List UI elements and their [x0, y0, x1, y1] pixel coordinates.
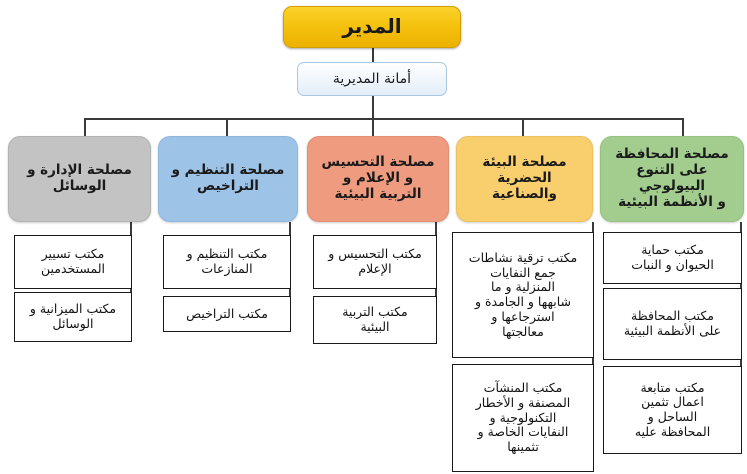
office-label: مكتب التحسيس و الإعلام [328, 246, 422, 276]
node-office-regulation-2[interactable]: مكتب التراخيص [163, 296, 291, 332]
department-label: مصلحة التنظيم و التراخيص [171, 162, 285, 194]
node-office-urban-environment-2[interactable]: مكتب المنشآت المصنفة و الأخطار التكنولوج… [452, 364, 594, 472]
connector-drop-administration [84, 118, 86, 136]
office-label: مكتب تسيير المستخدمين [40, 246, 106, 276]
node-secretariat-label: أمانة المديرية [332, 70, 412, 87]
connector-drop-regulation [226, 118, 228, 136]
department-label: مصلحة البيئة الحضرية والصناعية [482, 154, 567, 202]
node-director-label: المدير [342, 14, 402, 39]
node-secretariat[interactable]: أمانة المديرية [297, 62, 447, 96]
node-department-urban-environment[interactable]: مصلحة البيئة الحضرية والصناعية [456, 136, 593, 222]
office-label: مكتب ترقية نشاطات جمع النفايات المنزلية … [468, 249, 578, 339]
department-label: مصلحة المحافظة على التنوع البيولوجي و ال… [615, 146, 729, 210]
office-label: مكتب المحافظة على الأنظمة البيئية [623, 308, 722, 338]
connector-drop-biodiversity [682, 118, 684, 136]
node-office-awareness-2[interactable]: مكتب التربية البيئية [313, 296, 437, 344]
node-department-regulation[interactable]: مصلحة التنظيم و التراخيص [158, 136, 298, 222]
connector-drop-urban-environment [522, 118, 524, 136]
office-label: مكتب حماية الحيوان و النبات [631, 242, 714, 272]
department-label: مصلحة الإدارة و الوسائل [27, 162, 132, 194]
node-office-urban-environment-1[interactable]: مكتب ترقية نشاطات جمع النفايات المنزلية … [452, 232, 594, 358]
office-label: مكتب المنشآت المصنفة و الأخطار التكنولوج… [475, 380, 571, 455]
node-department-biodiversity[interactable]: مصلحة المحافظة على التنوع البيولوجي و ال… [600, 136, 744, 222]
office-label: مكتب متابعة اعمال تثمين الساحل و المحافظ… [634, 379, 711, 439]
department-label: مصلحة التحسيس و الإعلام و التربية البيئي… [321, 154, 435, 202]
node-office-biodiversity-1[interactable]: مكتب حماية الحيوان و النبات [603, 232, 742, 284]
office-label: مكتب الميزانية و الوسائل [29, 301, 117, 331]
connector-secretariat-trunk [372, 95, 374, 119]
connector-drop-awareness [372, 118, 374, 136]
connector-director-secretariat [372, 48, 374, 62]
node-office-biodiversity-2[interactable]: مكتب المحافظة على الأنظمة البيئية [603, 288, 742, 360]
node-office-administration-1[interactable]: مكتب تسيير المستخدمين [14, 235, 132, 289]
office-label: مكتب التربية البيئية [342, 304, 408, 334]
node-office-biodiversity-3[interactable]: مكتب متابعة اعمال تثمين الساحل و المحافظ… [603, 366, 742, 454]
node-department-administration[interactable]: مصلحة الإدارة و الوسائل [8, 136, 151, 222]
office-label: مكتب التراخيص [186, 305, 268, 321]
node-office-awareness-1[interactable]: مكتب التحسيس و الإعلام [313, 235, 437, 289]
node-director[interactable]: المدير [283, 6, 461, 48]
node-office-administration-2[interactable]: مكتب الميزانية و الوسائل [14, 292, 132, 342]
node-department-awareness[interactable]: مصلحة التحسيس و الإعلام و التربية البيئي… [307, 136, 449, 222]
connector-department-bus [84, 118, 682, 120]
office-label: مكتب التنظيم و المنازعات [186, 246, 268, 276]
node-office-regulation-1[interactable]: مكتب التنظيم و المنازعات [163, 235, 291, 289]
